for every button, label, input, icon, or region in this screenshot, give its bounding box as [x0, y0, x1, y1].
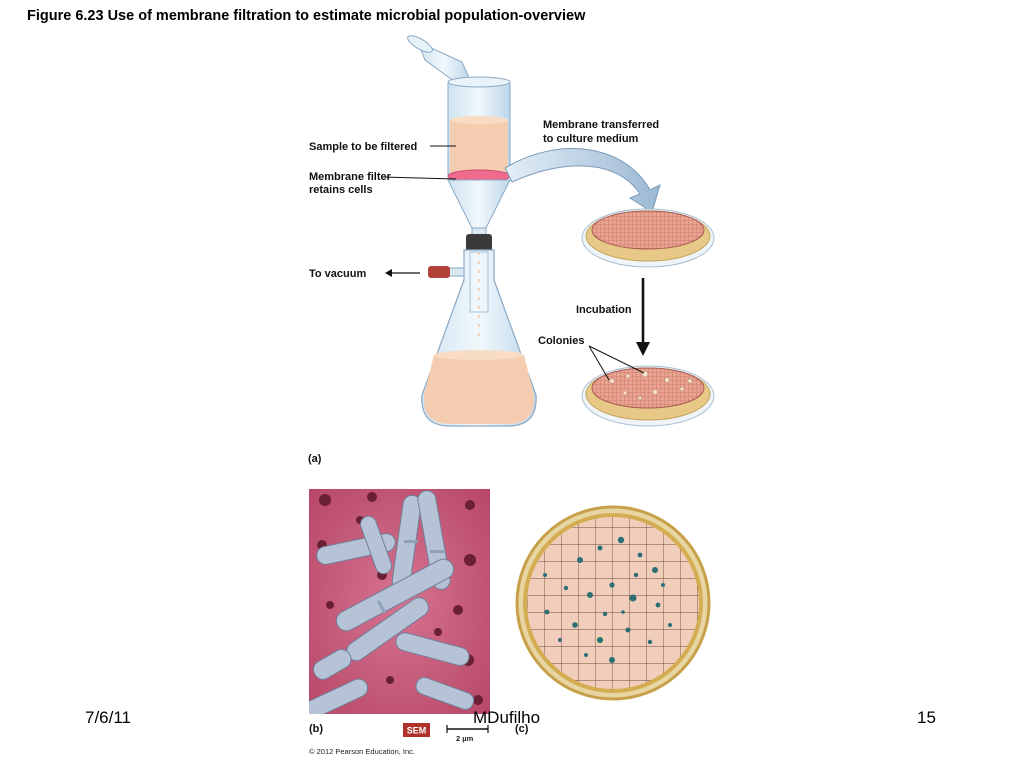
label-transfer-2: to culture medium [543, 133, 639, 145]
panel-label-c: (c) [515, 723, 529, 735]
footer-page-number: 15 [917, 708, 936, 727]
panel-label-a: (a) [308, 453, 322, 465]
petri-dish-colonies [515, 505, 711, 701]
colonies-pointer-1 [588, 345, 610, 381]
label-colonies: Colonies [538, 335, 584, 347]
label-filter-1: Membrane filter [309, 171, 392, 183]
slide-title: Figure 6.23 Use of membrane filtration t… [27, 8, 586, 24]
filter-funnel [447, 76, 511, 241]
culture-plate-colonies [581, 365, 715, 427]
rubber-stopper [466, 234, 492, 252]
label-filter-2: retains cells [309, 184, 373, 196]
sem-badge [403, 723, 430, 737]
footer-date: 7/6/11 [85, 708, 132, 727]
footer-author: MDufilho [473, 708, 541, 727]
vacuum-flask [421, 249, 537, 427]
transfer-arrow [504, 148, 661, 213]
label-vacuum: To vacuum [309, 268, 366, 280]
label-transfer-1: Membrane transferred [543, 119, 659, 131]
scale-bar-text: 2 µm [456, 734, 474, 743]
colonies-pointer-2 [588, 345, 645, 374]
label-sample: Sample to be filtered [309, 141, 417, 153]
sem-badge-text: SEM [407, 726, 427, 736]
panel-label-b: (b) [309, 723, 323, 735]
culture-plate-membrane [581, 208, 715, 268]
copyright-text: © 2012 Pearson Education, Inc. [309, 747, 415, 756]
vacuum-side-arm [428, 266, 465, 278]
label-incubation: Incubation [576, 304, 632, 316]
sem-micrograph [309, 489, 490, 714]
